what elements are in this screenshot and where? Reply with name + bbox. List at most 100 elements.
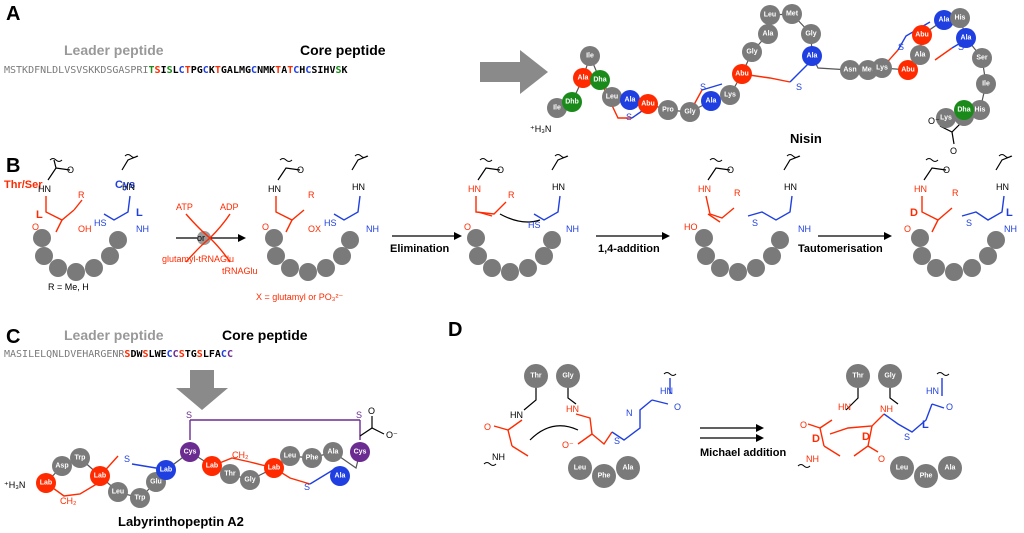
core-residue: T	[185, 65, 191, 76]
nisin-carbonyl-o: O	[950, 146, 957, 156]
residue-bead	[90, 466, 110, 486]
core-residue: S	[124, 349, 130, 360]
residue-label: Ile	[982, 81, 990, 88]
residue-label: Phe	[598, 473, 611, 480]
residue-label: Ala	[807, 53, 818, 60]
svg-text:S: S	[700, 82, 706, 92]
residue-bead	[782, 4, 802, 24]
residue-bead	[742, 42, 762, 62]
core-residue: K	[269, 65, 275, 76]
lab-core-title: Core peptide	[222, 327, 308, 343]
core-residue: G	[245, 65, 251, 76]
nisin-leader-title: Leader peptide	[64, 42, 164, 58]
svg-text:CH₂: CH₂	[60, 496, 77, 506]
residue-label: Ile	[586, 53, 594, 60]
residue-label: Dha	[957, 107, 970, 114]
residue-bead	[954, 100, 974, 120]
elimination-label: Elimination	[390, 243, 450, 255]
residue-bead	[680, 102, 700, 122]
or-circle	[197, 231, 211, 245]
core-residue: M	[239, 65, 245, 76]
residue-bead	[927, 259, 945, 277]
residue-label: Met	[862, 67, 875, 74]
residue-label: Met	[786, 11, 799, 18]
residue-label: Leu	[896, 465, 908, 472]
lab-leader-title: Leader peptide	[64, 327, 164, 343]
core-residue: L	[149, 349, 155, 360]
svg-text:S: S	[796, 82, 802, 92]
residue-bead	[67, 263, 85, 281]
residue-label: Abu	[735, 71, 749, 78]
residue-bead	[467, 229, 485, 247]
residue-bead	[70, 448, 90, 468]
residue-bead	[264, 458, 284, 478]
residue-bead	[108, 482, 128, 502]
michael-label: Michael addition	[700, 447, 786, 459]
svg-text:R: R	[952, 188, 959, 198]
residue-bead	[330, 466, 350, 486]
cys-label: Cys	[115, 179, 135, 191]
core-residue: K	[209, 65, 215, 76]
residue-bead	[501, 263, 519, 281]
glu-trna-label: glutamyl-tRNAGlu	[162, 254, 234, 264]
core-residue: C	[173, 349, 179, 360]
residue-bead	[543, 231, 561, 249]
residue-label: Ala	[763, 31, 774, 38]
residue-bead	[317, 259, 335, 277]
residue-label: Leu	[764, 12, 776, 19]
svg-text:R: R	[78, 190, 85, 200]
residue-bead	[763, 247, 781, 265]
svg-text:O: O	[464, 222, 471, 232]
svg-text:O: O	[497, 165, 504, 175]
lab-sequence: MASILELQNLDVEHARGENRSDWSLWECCSTGSLFACC	[4, 349, 233, 360]
svg-text:O: O	[727, 165, 734, 175]
residue-label: Lab	[268, 465, 280, 472]
core-residue: P	[191, 65, 197, 76]
core-residue: A	[215, 349, 221, 360]
residue-label: Ala	[328, 449, 339, 456]
lab-c-terminus: O⁻	[386, 430, 398, 440]
residue-label: Abu	[641, 101, 655, 108]
residue-bead	[936, 108, 956, 128]
svg-text:R: R	[508, 190, 515, 200]
svg-text:S: S	[304, 482, 310, 492]
svg-text:S: S	[186, 410, 192, 420]
svg-text:R: R	[308, 190, 315, 200]
svg-text:O: O	[904, 224, 911, 234]
r-definition: R = Me, H	[48, 282, 89, 292]
residue-label: Ala	[578, 75, 589, 82]
residue-bead	[950, 8, 970, 28]
svg-text:NH: NH	[1004, 224, 1017, 234]
residue-bead	[483, 259, 501, 277]
residue-bead	[519, 259, 537, 277]
residue-bead	[970, 100, 990, 120]
residue-bead	[547, 98, 567, 118]
residue-bead	[580, 46, 600, 66]
residue-bead	[302, 448, 322, 468]
lab-arrow	[176, 370, 228, 410]
lab-n-terminus: ⁺H₃N	[4, 480, 25, 490]
panel-label-c: C	[6, 326, 20, 348]
residue-bead	[620, 90, 640, 110]
svg-text:NH: NH	[880, 404, 893, 414]
svg-text:HN: HN	[914, 184, 927, 194]
core-residue: S	[197, 349, 203, 360]
residue-bead	[979, 247, 997, 265]
lab-leader-seq: MASILELQNLDVEHARGENR	[4, 349, 125, 360]
core-residue: N	[257, 65, 263, 76]
residue-bead	[938, 456, 962, 480]
svg-text:D: D	[812, 433, 820, 445]
panel-b-peptide-arcs	[33, 229, 1005, 281]
residue-label: Gly	[244, 477, 255, 484]
core-residue: I	[161, 65, 167, 76]
addition-label: 1,4-addition	[598, 243, 660, 255]
svg-text:S: S	[614, 436, 620, 446]
core-residue: L	[233, 65, 239, 76]
residue-bead	[568, 456, 592, 480]
core-residue: S	[167, 65, 173, 76]
residue-bead	[732, 64, 752, 84]
residue-bead	[972, 48, 992, 68]
panel-label-a: A	[6, 3, 20, 25]
svg-text:HN: HN	[566, 404, 579, 414]
svg-text:HN: HN	[784, 182, 797, 192]
